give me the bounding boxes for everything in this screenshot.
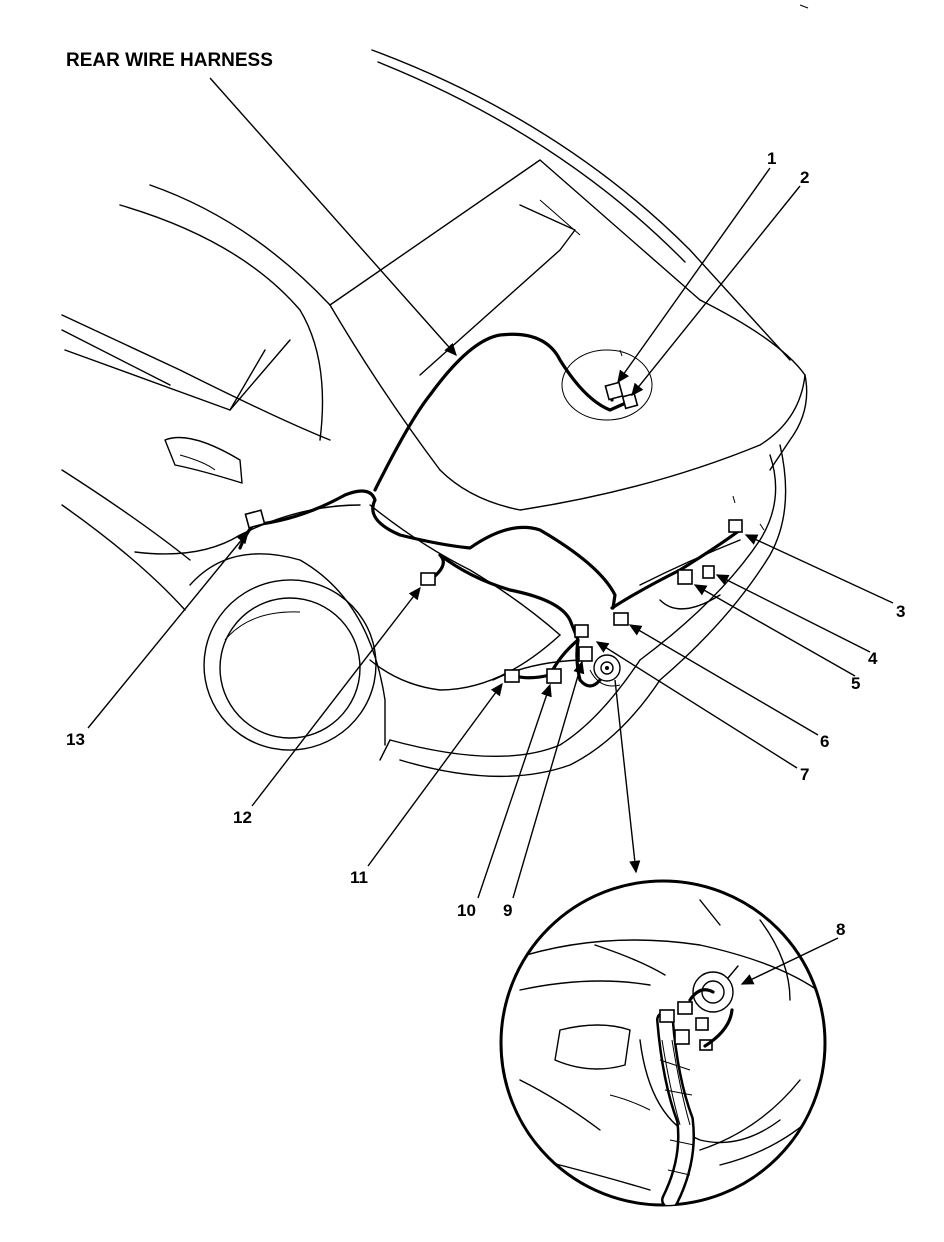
connector-7 (574, 624, 589, 638)
callout-7: 7 (800, 765, 809, 784)
connector-11 (504, 669, 520, 683)
harness-wire (238, 332, 742, 688)
callout-2: 2 (800, 168, 809, 187)
callout-5: 5 (851, 674, 860, 693)
connector-5 (677, 569, 693, 585)
callout-1: 1 (767, 149, 776, 168)
diagram-title: REAR WIRE HARNESS (66, 50, 273, 71)
connector-10 (546, 668, 562, 684)
leader-lines (87, 77, 894, 985)
callout-10: 10 (457, 901, 476, 920)
callout-4: 4 (868, 649, 878, 668)
connector-4 (702, 565, 715, 579)
connectors (244, 381, 743, 684)
connector-9 (578, 646, 593, 662)
callout-labels: 1 2 3 4 5 6 7 8 9 10 11 12 13 (66, 149, 905, 939)
callout-11: 11 (350, 868, 368, 887)
connector-6 (613, 612, 629, 626)
connector-3 (728, 519, 743, 533)
connector-13 (244, 509, 266, 529)
callout-9: 9 (503, 901, 512, 920)
callout-12: 12 (233, 808, 252, 827)
connector-2 (621, 392, 639, 410)
callout-8: 8 (836, 920, 845, 939)
callout-6: 6 (820, 732, 829, 751)
callout-3: 3 (896, 602, 905, 621)
detail-inset (499, 879, 827, 1207)
callout-13: 13 (66, 730, 85, 749)
connector-12 (420, 572, 436, 586)
connector-1 (604, 381, 624, 401)
